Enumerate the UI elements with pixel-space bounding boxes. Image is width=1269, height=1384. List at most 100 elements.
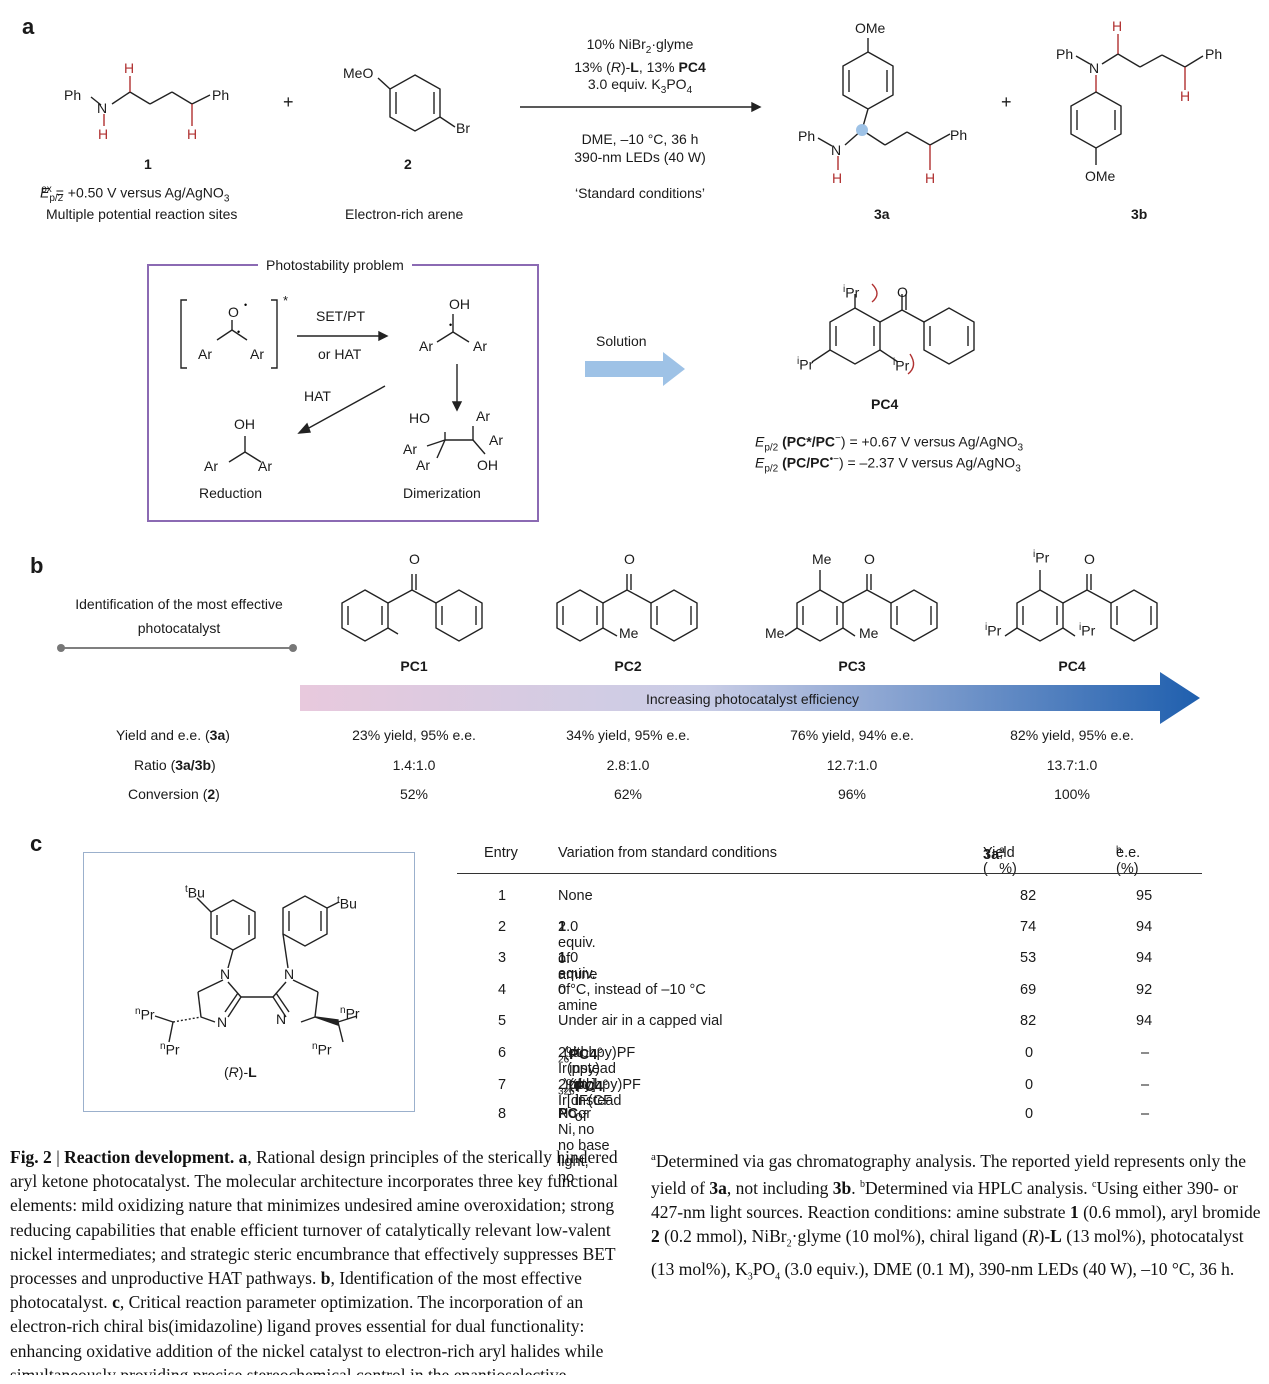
catalyst-name-pc4: PC4 [1058,658,1086,674]
product3a-n: N [831,142,842,158]
svg-text:•: • [449,320,452,330]
pc1-o: O [409,551,420,567]
photostability-scheme: • • • [180,299,486,463]
figure-caption-left: Fig. 2 | Reaction development. a, Ration… [10,1147,619,1375]
header-entry: Entry [484,845,518,861]
pc1-conversion: 52% [399,786,429,802]
row-label-conversion: Conversion (2) [128,786,220,802]
dimer-ho: HO [409,410,430,426]
or-hat-label: or HAT [318,346,362,362]
compound2-meo: MeO [343,65,374,81]
compound2-note: Electron-rich arene [345,206,464,222]
ligand-n3: N [217,1014,228,1030]
pc4-ipr-bottom: iPr [893,357,910,374]
panel-a-letter: a [22,14,35,39]
excited-star: * [283,293,289,308]
reduction-label: Reduction [199,485,263,501]
pc4-yield: 82% yield, 95% e.e. [1010,727,1134,743]
product3a-ph1: Ph [798,128,816,144]
ligand-label: (R)-L [224,1064,257,1080]
identification-label: Identification of the most effective pho… [75,596,283,636]
product3b-ome: OMe [1085,168,1116,184]
table-rule [457,873,1202,874]
product3b-h1: H [1112,18,1123,34]
pc4-conversion: 100% [1054,786,1090,802]
compound1-ph: Ph [64,87,82,103]
pc4-o: O [897,284,908,300]
row-label-yield: Yield and e.e. (3a) [116,727,230,743]
compound2-br: Br [456,120,470,136]
conditions-top: 10% NiBr2·glyme 13% (R)-L, 13% PC4 3.0 e… [574,36,706,96]
dimer-ar-bottom: Ar [416,457,430,473]
compound2-number: 2 [404,156,412,172]
dimer-ar-top: Ar [476,408,490,424]
pc4b-ipr-top: iPr [1033,549,1050,566]
solution-arrow [585,352,685,386]
ligand-npr-4: nPr [312,1041,332,1058]
radical-oh: OH [449,296,470,312]
set-pt-label: SET/PT [316,308,366,324]
hat-label: HAT [304,388,331,404]
product3b-number: 3b [1131,206,1148,222]
product3b-h2: H [1180,88,1191,104]
ligand-npr-2: nPr [160,1041,180,1058]
pc3-o: O [864,551,875,567]
ligand-box [83,852,415,1112]
product3a-number: 3a [874,206,890,222]
pc4b-ipr-left: iPr [985,622,1002,639]
product3a-h1: H [832,170,843,186]
pc4-ipr-left: iPr [797,356,814,373]
plus-sign-1: + [283,92,294,112]
row-label-ratio: Ratio (3a/3b) [134,757,216,773]
pc4-label: PC4 [871,396,899,412]
catalyst-name-pc2: PC2 [614,658,642,674]
ketyl-ar2: Ar [250,346,264,362]
pc1-yield: 23% yield, 95% e.e. [352,727,476,743]
pc4-structure [811,283,975,375]
header-ee: e.e. (%)b [1116,845,1141,877]
header-variation: Variation from standard conditions [558,845,777,861]
pc2-ratio: 2.8:1.0 [606,757,650,773]
pc2-yield: 34% yield, 95% e.e. [566,727,690,743]
pc2-me: Me [619,625,639,641]
conditions-bottom: DME, –10 °C, 36 h 390-nm LEDs (40 W) ‘St… [574,131,706,201]
ligand-npr-1: nPr [135,1006,155,1023]
reduction-oh: OH [234,416,255,432]
panel-c-letter: c [30,831,43,856]
product3a-h2: H [925,170,936,186]
ligand-n4: N [276,1011,287,1027]
compound1-h1: H [124,60,135,76]
radical-ar2: Ar [473,338,487,354]
figure-caption-right: aDetermined via gas chromatography analy… [651,1150,1261,1283]
dimerization-label: Dimerization [403,485,481,501]
product3a-ph2: Ph [950,127,968,143]
pc4-ipr-top: iPr [843,284,860,301]
efficiency-arrow [300,672,1200,724]
ligand-npr-3: nPr [340,1005,360,1022]
pc2-o: O [624,551,635,567]
catalyst-structures [341,570,1158,642]
panel-a-structures [90,34,1204,170]
pc2-conversion: 62% [613,786,643,802]
ligand-n1: N [220,966,231,982]
pc4-potential-2: Ep/2 (PC/PC•−) = –2.37 V versus Ag/AgNO3 [755,454,1021,475]
reduction-ar2: Ar [258,458,272,474]
pc3-me-right: Me [859,625,879,641]
ketyl-o: O [228,304,239,320]
photostability-title: Photostability problem [258,257,412,273]
reduction-ar1: Ar [204,458,218,474]
ligand-structure [154,895,358,1043]
solution-label: Solution [596,333,647,349]
compound1-note: Multiple potential reaction sites [46,206,238,222]
svg-text:•: • [237,327,240,337]
pc4b-ipr-right: iPr [1079,622,1096,639]
pc3-yield: 76% yield, 94% e.e. [790,727,914,743]
pc4b-o: O [1084,551,1095,567]
header-yield: Yield (3a, %)a [983,845,1017,877]
radical-ar1: Ar [419,338,433,354]
pc3-conversion: 96% [837,786,867,802]
pc3-ratio: 12.7:1.0 [826,757,878,773]
dimer-ar-left: Ar [403,441,417,457]
catalyst-name-pc3: PC3 [838,658,866,674]
ligand-tbu-2: tBu [337,895,357,912]
